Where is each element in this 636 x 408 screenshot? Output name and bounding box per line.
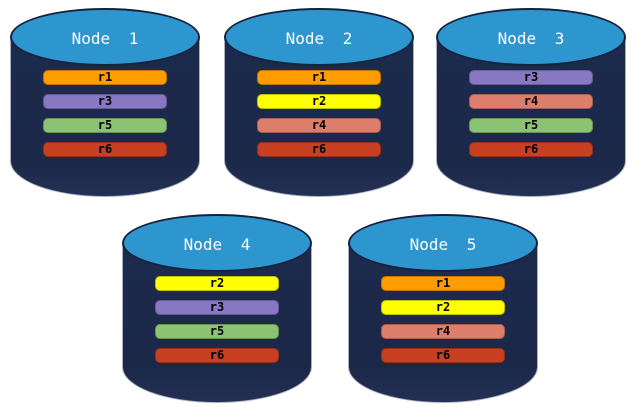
replica-label: r3 — [209, 300, 225, 314]
node-3-replica-r3: r3 — [469, 70, 593, 85]
replica-label: r4 — [523, 94, 539, 108]
replica-label: r1 — [97, 70, 113, 84]
node-2-replica-r1: r1 — [257, 70, 381, 85]
node-5-replica-r2: r2 — [381, 300, 505, 315]
node-1-replica-r5: r5 — [43, 118, 167, 133]
replica-label: r2 — [209, 276, 225, 290]
replica-label: r5 — [523, 118, 539, 132]
node-5-cylinder-top: Node 5 — [348, 214, 538, 272]
node-2-cylinder: Node 2 r1 r2 r4 r6 — [224, 8, 414, 198]
node-1-title: Node 1 — [71, 29, 139, 48]
node-4-replica-r6: r6 — [155, 348, 279, 363]
replica-label: r6 — [435, 348, 451, 362]
replica-label: r1 — [435, 276, 451, 290]
replica-label: r2 — [435, 300, 451, 314]
node-5-replica-r4: r4 — [381, 324, 505, 339]
node-1-replica-r1: r1 — [43, 70, 167, 85]
node-4-cylinder-top: Node 4 — [122, 214, 312, 272]
node-1-cylinder: Node 1 r1 r3 r5 r6 — [10, 8, 200, 198]
node-5-replica-r6: r6 — [381, 348, 505, 363]
node-4-cylinder: Node 4 r2 r3 r5 r6 — [122, 214, 312, 404]
node-3-title: Node 3 — [497, 29, 565, 48]
node-2-cylinder-top: Node 2 — [224, 8, 414, 66]
node-5-title: Node 5 — [409, 235, 477, 254]
node-3-cylinder-top: Node 3 — [436, 8, 626, 66]
replica-label: r6 — [311, 142, 327, 156]
node-2-replica-r2: r2 — [257, 94, 381, 109]
replica-label: r4 — [311, 118, 327, 132]
replica-label: r1 — [311, 70, 327, 84]
node-3-cylinder: Node 3 r3 r4 r5 r6 — [436, 8, 626, 198]
node-3-replica-r5: r5 — [469, 118, 593, 133]
node-4-replica-r3: r3 — [155, 300, 279, 315]
replica-label: r4 — [435, 324, 451, 338]
node-2-replica-r4: r4 — [257, 118, 381, 133]
node-1-replica-r3: r3 — [43, 94, 167, 109]
replica-label: r6 — [97, 142, 113, 156]
node-2-title: Node 2 — [285, 29, 353, 48]
node-4-title: Node 4 — [183, 235, 251, 254]
node-3-replica-r6: r6 — [469, 142, 593, 157]
node-5-cylinder: Node 5 r1 r2 r4 r6 — [348, 214, 538, 404]
node-4-replica-r2: r2 — [155, 276, 279, 291]
node-3-replica-r4: r4 — [469, 94, 593, 109]
replica-label: r2 — [311, 94, 327, 108]
replica-label: r5 — [209, 324, 225, 338]
replica-label: r5 — [97, 118, 113, 132]
node-4-replica-r5: r5 — [155, 324, 279, 339]
node-1-replica-r6: r6 — [43, 142, 167, 157]
node-1-cylinder-top: Node 1 — [10, 8, 200, 66]
replica-label: r6 — [523, 142, 539, 156]
node-5-replica-r1: r1 — [381, 276, 505, 291]
replica-label: r3 — [97, 94, 113, 108]
node-2-replica-r6: r6 — [257, 142, 381, 157]
replica-label: r6 — [209, 348, 225, 362]
replica-label: r3 — [523, 70, 539, 84]
